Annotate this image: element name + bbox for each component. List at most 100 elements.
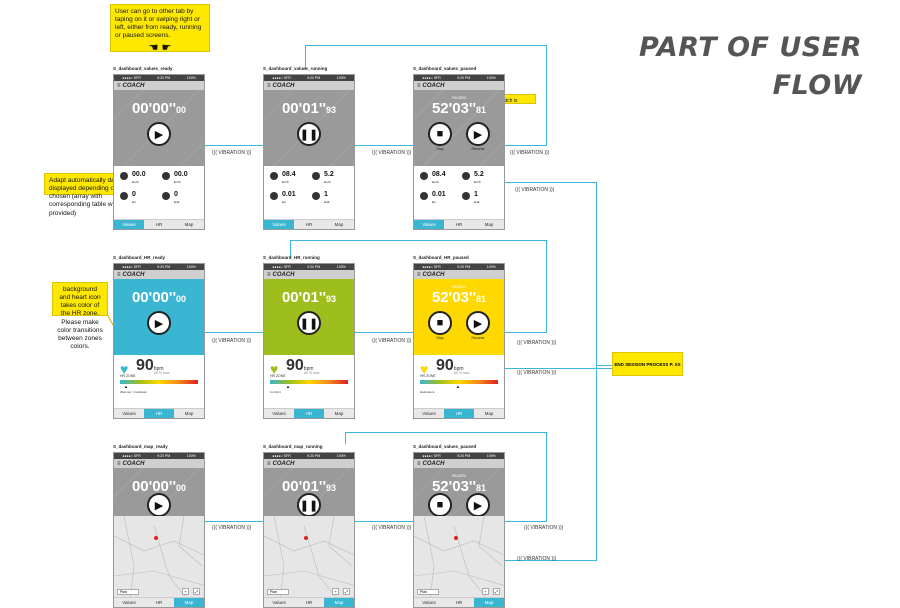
tab-map[interactable]: Map (184, 222, 194, 227)
tab-hr[interactable]: HR (305, 600, 313, 605)
tab-hr[interactable]: HR (155, 600, 163, 605)
tab-map[interactable]: Map (334, 411, 344, 416)
hr-zone-marker: ▲ (124, 384, 128, 389)
resume-label: Resume (471, 336, 485, 340)
metric-unit: kcal (474, 200, 480, 204)
resume-button[interactable]: ▶ (466, 311, 490, 335)
tab-hr[interactable]: HR (455, 222, 463, 227)
zoom-button[interactable]: + (332, 588, 339, 595)
menu-icon[interactable]: ≡ (417, 82, 421, 89)
battery: 100% (486, 454, 496, 458)
stopwatch-hundredths: 93 (326, 105, 337, 115)
pause-button[interactable]: ❚❚ (297, 122, 321, 146)
stopwatch-hundredths: 00 (176, 105, 187, 115)
tab-values[interactable]: Values (414, 220, 444, 229)
hr-zone-name: Comfort (270, 390, 281, 394)
screen-label: S_dashboard_values_paused (413, 66, 477, 71)
tab-hr[interactable]: HR (455, 600, 463, 605)
battery: 100% (336, 265, 346, 269)
tab-hr[interactable]: HR (155, 222, 163, 227)
zoom-button[interactable]: + (482, 588, 489, 595)
play-button[interactable]: ▶ (147, 122, 171, 146)
battery: 100% (186, 454, 196, 458)
stop-button[interactable]: ■ (428, 122, 452, 146)
tab-map[interactable]: Map (174, 598, 204, 607)
tab-hr[interactable]: HR (444, 409, 474, 418)
zoom-button[interactable]: + (182, 588, 189, 595)
metric-icon (420, 172, 428, 180)
tab-map[interactable]: Map (474, 598, 504, 607)
metric-value: 08.4 (282, 171, 296, 178)
play-button[interactable]: ▶ (147, 311, 171, 335)
pause-button[interactable]: ❚❚ (297, 493, 321, 517)
hr-zone-bar (270, 380, 348, 384)
tab-values[interactable]: Values (422, 411, 436, 416)
hr-zone-label: HR ZONE (120, 374, 136, 378)
tab-values[interactable]: Values (114, 220, 144, 229)
vibration-label: ((( VIBRATION ))) (372, 338, 412, 344)
tab-values[interactable]: Values (272, 411, 286, 416)
vibration-label: ((( VIBRATION ))) (515, 187, 555, 193)
tab-values[interactable]: Values (122, 411, 136, 416)
map-type-select[interactable]: Plan (117, 589, 139, 595)
map-road (264, 535, 354, 556)
tab-bar: Values HR Map (114, 597, 204, 607)
menu-icon[interactable]: ≡ (417, 271, 421, 278)
metric-unit: km/h (282, 180, 289, 184)
tab-map[interactable]: Map (184, 411, 194, 416)
menu-icon[interactable]: ≡ (267, 460, 271, 467)
tab-hr[interactable]: HR (144, 409, 174, 418)
carrier: ●●●●○ SFR (422, 265, 441, 269)
menu-icon[interactable]: ≡ (117, 82, 121, 89)
stop-button[interactable]: ■ (428, 311, 452, 335)
battery: 100% (336, 76, 346, 80)
map-type-select[interactable]: Plan (417, 589, 439, 595)
tab-map[interactable]: Map (484, 222, 494, 227)
hr-zone-label: HR ZONE (270, 374, 286, 378)
app-bar: ≡COACH (264, 81, 354, 90)
fullscreen-button[interactable]: ⤢ (343, 588, 350, 595)
tab-values[interactable]: Values (422, 600, 436, 605)
menu-icon[interactable]: ≡ (267, 271, 271, 278)
stopwatch-main: 52'03'' (431, 289, 477, 306)
tab-map[interactable]: Map (334, 222, 344, 227)
carrier: ●●●●○ SFR (272, 265, 291, 269)
tab-hr[interactable]: HR (294, 409, 324, 418)
metric-icon (120, 192, 128, 200)
tab-values[interactable]: Values (122, 600, 136, 605)
stopwatch-main: 00'00'' (131, 100, 177, 117)
tab-values[interactable]: Values (264, 220, 294, 229)
stopwatch-hundredths: 81 (476, 483, 487, 493)
menu-icon[interactable]: ≡ (117, 271, 121, 278)
heart-rate-value: 90bpm (136, 357, 164, 375)
hr-unit: bpm (453, 366, 464, 372)
play-button[interactable]: ▶ (147, 493, 171, 517)
fullscreen-button[interactable]: ⤢ (493, 588, 500, 595)
metric-icon (420, 192, 428, 200)
menu-icon[interactable]: ≡ (117, 460, 121, 467)
resume-button[interactable]: ▶ (466, 122, 490, 146)
resume-button[interactable]: ▶ (466, 493, 490, 517)
fullscreen-button[interactable]: ⤢ (193, 588, 200, 595)
flow-line (355, 332, 415, 333)
screen-label: S_dashboard_HR_paused (413, 255, 469, 260)
map-type-select[interactable]: Plan (267, 589, 289, 595)
app-logo: COACH (422, 271, 445, 278)
stop-button[interactable]: ■ (428, 493, 452, 517)
menu-icon[interactable]: ≡ (267, 82, 271, 89)
clock: 9:20 PM (307, 76, 321, 80)
tab-map[interactable]: Map (324, 598, 354, 607)
pause-button[interactable]: ❚❚ (297, 311, 321, 335)
tab-values[interactable]: Values (272, 600, 286, 605)
tab-hr[interactable]: HR (305, 222, 313, 227)
tab-map[interactable]: Map (484, 411, 494, 416)
flow-line (546, 432, 547, 521)
app-logo: COACH (272, 460, 295, 467)
hr-zone-name: Endurance (420, 390, 435, 394)
menu-icon[interactable]: ≡ (417, 460, 421, 467)
